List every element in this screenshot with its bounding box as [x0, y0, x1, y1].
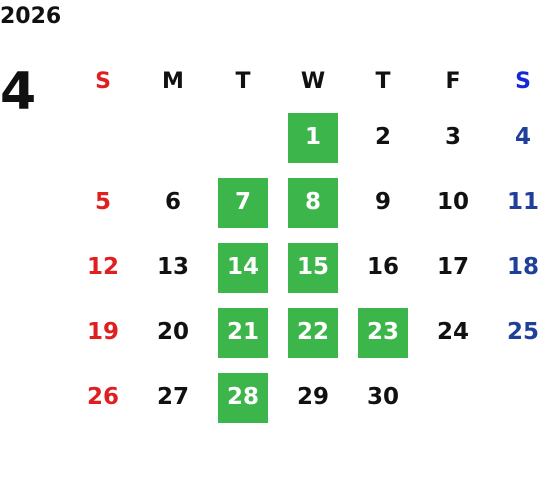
calendar-day-11: 11 [506, 189, 539, 215]
calendar-day-17: 17 [436, 254, 469, 280]
calendar-cell: 22 [278, 300, 348, 365]
calendar-cell: 14 [208, 235, 278, 300]
calendar-cell: 1 [278, 105, 348, 170]
calendar-week-4: 19 20 21 22 23 24 25 [68, 300, 548, 365]
calendar-day-20: 20 [156, 319, 189, 345]
calendar-week-1: 1 2 3 4 [68, 105, 548, 170]
calendar-cell: 24 [418, 300, 488, 365]
calendar-cell: 15 [278, 235, 348, 300]
calendar-day-16: 16 [366, 254, 399, 280]
calendar-week-3: 12 13 14 15 16 17 18 [68, 235, 548, 300]
calendar-cell: 29 [278, 365, 348, 430]
weekday-friday: F [445, 69, 461, 94]
calendar-day-18: 18 [506, 254, 539, 280]
calendar-day-21: 21 [218, 307, 268, 358]
calendar-day-6: 6 [164, 189, 181, 215]
calendar-cell: 21 [208, 300, 278, 365]
calendar-day-14: 14 [218, 242, 268, 293]
calendar-cell: 17 [418, 235, 488, 300]
weekday-wednesday: W [300, 69, 326, 94]
calendar-day-7: 7 [218, 177, 268, 228]
calendar-day-5: 5 [94, 189, 111, 215]
calendar-day-25: 25 [506, 319, 539, 345]
calendar-day-13: 13 [156, 254, 189, 280]
calendar-cell: 20 [138, 300, 208, 365]
calendar-day-23: 23 [358, 307, 408, 358]
calendar-day-9: 9 [374, 189, 391, 215]
calendar-day-15: 15 [288, 242, 338, 293]
calendar-cell: 13 [138, 235, 208, 300]
weekday-saturday: S [515, 69, 531, 94]
calendar-day-8: 8 [288, 177, 338, 228]
calendar-cell: 23 [348, 300, 418, 365]
calendar-day-24: 24 [436, 319, 469, 345]
calendar-cell: 10 [418, 170, 488, 235]
calendar-cell: 5 [68, 170, 138, 235]
calendar-cell: 19 [68, 300, 138, 365]
calendar-month: 4 [0, 62, 37, 122]
calendar-cell [488, 365, 548, 430]
calendar-cell [208, 105, 278, 170]
calendar-cell: 30 [348, 365, 418, 430]
weekday-thursday: T [375, 69, 391, 94]
weekday-header: S M T W T F S [68, 58, 548, 105]
calendar-year: 2026 [0, 4, 62, 29]
calendar-cell: 7 [208, 170, 278, 235]
calendar-week-2: 5 6 7 8 9 10 11 [68, 170, 548, 235]
calendar-day-4: 4 [514, 124, 531, 150]
calendar-cell: 26 [68, 365, 138, 430]
calendar-day-29: 29 [296, 384, 329, 410]
month-calendar: S M T W T F S 1 2 3 4 5 6 7 8 9 10 11 12… [68, 58, 548, 430]
calendar-cell: 3 [418, 105, 488, 170]
weekday-monday: M [162, 69, 184, 94]
weekday-tuesday: T [235, 69, 251, 94]
calendar-cell: 12 [68, 235, 138, 300]
calendar-day-3: 3 [444, 124, 461, 150]
calendar-day-1: 1 [288, 112, 338, 163]
calendar-cell: 4 [488, 105, 548, 170]
weekday-sunday: S [95, 69, 111, 94]
calendar-cell: 16 [348, 235, 418, 300]
calendar-day-30: 30 [366, 384, 399, 410]
calendar-day-28: 28 [218, 372, 268, 423]
calendar-cell: 6 [138, 170, 208, 235]
calendar-day-12: 12 [86, 254, 119, 280]
calendar-day-26: 26 [86, 384, 119, 410]
calendar-cell: 18 [488, 235, 548, 300]
calendar-cell: 11 [488, 170, 548, 235]
calendar-cell [418, 365, 488, 430]
calendar-cell [138, 105, 208, 170]
calendar-cell: 25 [488, 300, 548, 365]
calendar-cell: 27 [138, 365, 208, 430]
calendar-week-5: 26 27 28 29 30 [68, 365, 548, 430]
calendar-cell: 2 [348, 105, 418, 170]
calendar-day-10: 10 [436, 189, 469, 215]
calendar-day-2: 2 [374, 124, 391, 150]
calendar-cell [68, 105, 138, 170]
calendar-cell: 28 [208, 365, 278, 430]
calendar-cell: 9 [348, 170, 418, 235]
calendar-day-27: 27 [156, 384, 189, 410]
calendar-day-22: 22 [288, 307, 338, 358]
calendar-cell: 8 [278, 170, 348, 235]
calendar-day-19: 19 [86, 319, 119, 345]
